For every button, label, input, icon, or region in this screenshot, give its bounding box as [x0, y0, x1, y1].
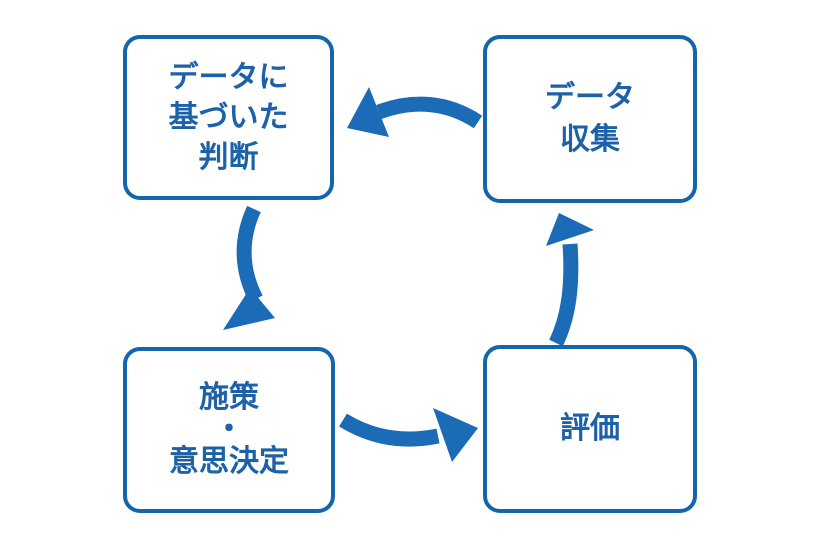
arrow-evaluation-to-collection	[546, 213, 594, 347]
arrow-arc	[339, 413, 440, 447]
arrow-measures-to-evaluation	[339, 408, 478, 462]
node-text-line: ・	[214, 413, 244, 446]
node-text-line: 判断	[198, 140, 259, 174]
node-text-line: 基づいた	[168, 100, 289, 134]
node-text-line: データに	[168, 60, 289, 94]
arrow-head-icon	[223, 288, 275, 330]
node-measures-decision: 施策 ・ 意思決定	[123, 347, 335, 513]
node-data-collection: データ 収集	[483, 35, 697, 203]
arrow-head-icon	[433, 408, 478, 462]
node-text-line: データ	[545, 81, 635, 114]
arrow-head-icon	[546, 213, 594, 246]
node-text-line: 収集	[560, 123, 620, 156]
node-text-line: 評価	[560, 412, 620, 445]
node-text-line: 意思決定	[169, 445, 289, 478]
arrow-arc	[236, 205, 263, 303]
node-evaluation: 評価	[483, 345, 697, 513]
arrow-arc	[376, 96, 483, 129]
node-data-driven-judgment: データに 基づいた 判断	[123, 35, 334, 200]
arrow-arc	[549, 243, 579, 347]
arrow-collection-to-judgment	[347, 87, 483, 137]
arrow-head-icon	[347, 87, 389, 137]
arrow-judgment-to-measures	[223, 205, 275, 330]
node-text-line: 施策	[199, 381, 259, 414]
